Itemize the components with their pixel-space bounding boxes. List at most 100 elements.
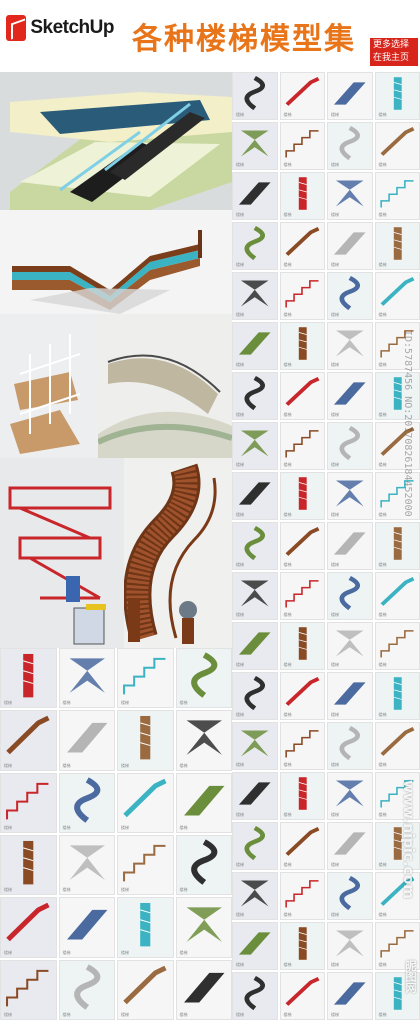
stair-thumbnail: 楼梯	[327, 272, 373, 320]
stair-thumbnail-image	[238, 182, 271, 205]
thumbnail-caption: 楼梯	[331, 1012, 339, 1017]
stair-thumbnail-image	[298, 777, 307, 810]
stair-thumbnail: 楼梯	[232, 472, 278, 520]
stair-thumbnail: 楼梯	[117, 834, 174, 896]
thumbnail-caption: 楼梯	[331, 162, 339, 167]
stair-thumbnail-image	[335, 180, 364, 207]
thumbnail-caption: 楼梯	[283, 412, 292, 417]
stair-thumbnail: 楼梯	[327, 222, 373, 270]
stair-thumbnail: 楼梯	[374, 822, 420, 870]
stair-thumbnail-image	[240, 280, 269, 307]
thumbnail-caption: 楼梯	[236, 612, 244, 617]
promo-badge[interactable]: 更多选择 在我主页	[370, 38, 418, 66]
stair-thumbnail: 楼梯	[374, 472, 420, 520]
stair-thumbnail: 楼梯	[232, 822, 278, 870]
thumbnail-caption: 楼梯	[378, 262, 387, 267]
stair-thumbnail-image	[298, 927, 307, 960]
stair-thumbnail-image	[240, 730, 269, 757]
escalator-image	[10, 92, 232, 210]
thumbnail-caption: 楼梯	[331, 712, 339, 717]
thumbnail-caption: 楼梯	[378, 712, 387, 717]
thumbnail-caption: 楼梯	[331, 362, 339, 367]
stair-thumbnail-image	[393, 77, 402, 110]
thumbnail-caption: 楼梯	[283, 112, 292, 117]
stair-thumbnail-image	[379, 630, 414, 658]
thumbnail-caption: 楼梯	[331, 112, 339, 117]
thumbnail-caption: 楼梯	[331, 962, 339, 967]
stair-thumbnail: 楼梯	[327, 672, 373, 720]
stair-thumbnail-image	[393, 227, 402, 260]
stair-thumbnail-image	[66, 723, 107, 753]
thumbnail-caption: 楼梯	[236, 662, 244, 667]
stair-thumbnail: 楼梯	[232, 122, 278, 170]
thumbnail-caption: 楼梯	[331, 612, 339, 617]
stair-thumbnail-image	[339, 576, 360, 611]
stair-thumbnail: 楼梯	[279, 122, 325, 170]
stair-thumbnail-image	[298, 327, 307, 360]
stair-thumbnail-image	[393, 977, 402, 1010]
thumbnail-caption: 楼梯	[4, 1011, 12, 1017]
thumbnail-caption: 楼梯	[378, 862, 387, 867]
stair-thumbnail: 楼梯	[279, 172, 325, 220]
thumbnail-caption: 楼梯	[283, 662, 292, 667]
stair-thumbnail-image	[244, 376, 265, 411]
stair-thumbnail: 楼梯	[374, 72, 420, 120]
thumbnail-caption: 楼梯	[283, 162, 292, 167]
stair-thumbnail: 楼梯	[279, 222, 325, 270]
stair-thumbnail: 楼梯	[175, 897, 232, 958]
thumbnail-caption: 楼梯	[62, 824, 71, 830]
stair-thumbnail: 楼梯	[0, 834, 57, 896]
stair-thumbnail-image	[285, 377, 319, 406]
thumbnail-caption: 楼梯	[283, 512, 292, 517]
thumbnail-caption: 楼梯	[236, 162, 244, 167]
thumbnail-caption: 楼梯	[378, 312, 387, 317]
thumbnail-caption: 楼梯	[236, 912, 244, 917]
stair-thumbnail-image	[240, 580, 269, 607]
stair-thumbnail: 楼梯	[279, 972, 325, 1020]
stair-thumbnail: 楼梯	[374, 372, 420, 420]
stair-thumbnail-image	[190, 839, 217, 885]
stair-thumbnail: 楼梯	[175, 648, 232, 709]
stair-thumbnail: 楼梯	[0, 710, 57, 771]
thumbnail-caption: 楼梯	[283, 312, 292, 317]
stair-thumbnail-image	[186, 907, 222, 943]
stair-thumbnail: 楼梯	[374, 922, 420, 970]
stair-thumbnail-image	[23, 653, 34, 698]
stair-thumbnail-image	[183, 785, 224, 816]
thumbnail-caption: 楼梯	[179, 887, 188, 893]
thumbnail-caption: 楼梯	[179, 949, 188, 955]
stair-thumbnail: 楼梯	[232, 222, 278, 270]
thumbnail-caption: 楼梯	[62, 700, 71, 706]
thumbnail-caption: 楼梯	[378, 462, 387, 467]
stair-thumbnail: 楼梯	[327, 72, 373, 120]
stair-thumbnail: 楼梯	[279, 722, 325, 770]
thumbnail-caption: 楼梯	[378, 412, 387, 417]
stair-thumbnail: 楼梯	[0, 648, 57, 709]
stair-thumbnail-image	[6, 903, 50, 942]
stair-thumbnail-image	[339, 876, 360, 911]
stair-thumbnail: 楼梯	[232, 172, 278, 220]
stair-thumbnail: 楼梯	[327, 772, 373, 820]
stair-thumbnail-image	[284, 730, 319, 758]
stair-thumbnail: 楼梯	[279, 622, 325, 670]
stair-thumbnail: 楼梯	[374, 572, 420, 620]
stair-thumbnail: 楼梯	[58, 710, 115, 771]
thumbnail-caption: 楼梯	[4, 700, 12, 706]
thumbnail-caption: 楼梯	[236, 812, 244, 817]
thumbnail-caption: 楼梯	[378, 112, 387, 117]
stair-thumbnail: 楼梯	[58, 959, 115, 1020]
stair-thumbnail: 楼梯	[279, 322, 325, 370]
stair-thumbnail-image	[298, 477, 307, 510]
brand-name: SketchUp	[30, 17, 114, 38]
stair-thumbnail: 楼梯	[232, 922, 278, 970]
stair-thumbnail-image	[379, 180, 414, 208]
thumbnail-caption: 楼梯	[378, 512, 387, 517]
stair-thumbnail-image	[379, 330, 414, 358]
stair-thumbnail: 楼梯	[0, 772, 57, 833]
thumbnail-caption: 楼梯	[331, 212, 339, 217]
thumbnail-caption: 楼梯	[378, 1012, 387, 1017]
stair-thumbnail-image	[6, 969, 49, 1007]
stair-thumbnail-image	[244, 226, 265, 261]
thumbnail-caption: 楼梯	[378, 562, 387, 567]
stair-thumbnail-image	[240, 880, 269, 907]
